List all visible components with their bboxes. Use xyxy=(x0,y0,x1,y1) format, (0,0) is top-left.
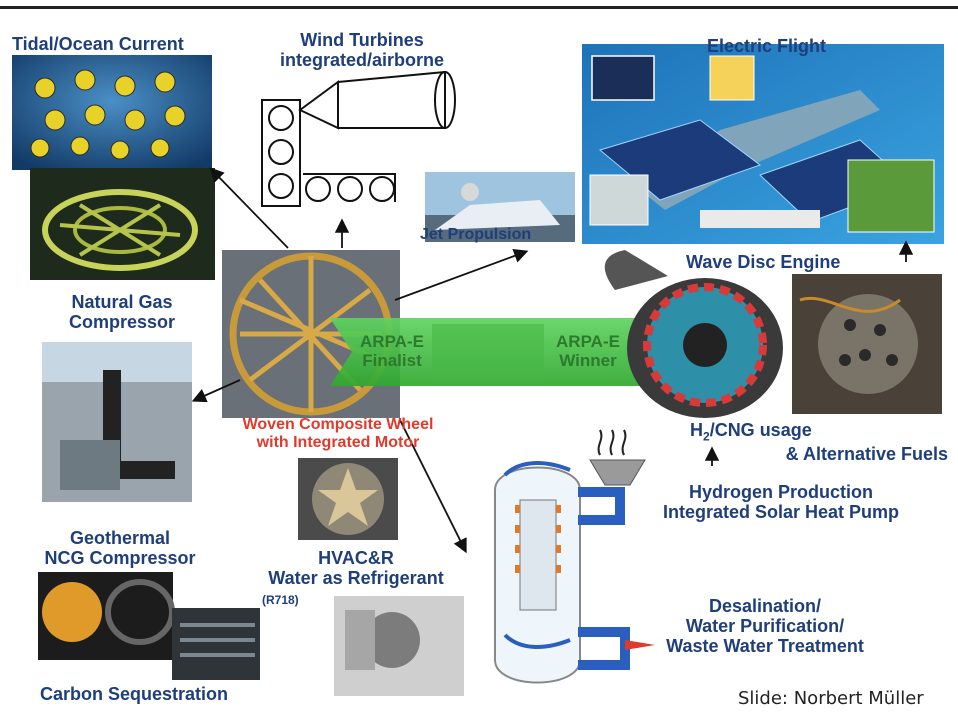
label-arpa-winner-line2: Winner xyxy=(559,351,617,371)
composite-turbine-photo xyxy=(30,168,215,280)
slide-credit: Slide: Norbert Müller xyxy=(738,688,924,709)
tidal-turbine-photo xyxy=(12,55,212,170)
label-h2-cng-usage: H2/CNG usage & Alternative Fuels xyxy=(690,420,948,464)
desalination-column-diagram xyxy=(494,429,655,684)
wave-disc-engine-photo xyxy=(792,274,942,414)
label-jet-propulsion: Jet Propulsion xyxy=(420,226,532,243)
label-geothermal-ncg: Geothermal NCG Compressor xyxy=(20,528,220,568)
label-r718: (R718) xyxy=(262,593,299,607)
label-desal-line1: Desalination/ xyxy=(708,596,822,616)
wave-disc-engine-render xyxy=(604,250,783,418)
label-wind-line2: integrated/airborne xyxy=(279,50,445,71)
h2-prefix: H xyxy=(690,420,703,440)
hvac-system-photo xyxy=(334,596,464,696)
jet-propulsion-photo xyxy=(425,172,575,242)
connector-arrows xyxy=(191,167,914,554)
label-hydrogen-production: Hydrogen Production Integrated Solar Hea… xyxy=(628,482,934,522)
h2-subscript: 2 xyxy=(703,429,710,444)
label-hvac-line2: Water as Refrigerant xyxy=(268,568,444,589)
label-tidal-ocean-current: Tidal/Ocean Current xyxy=(12,34,184,54)
natural-gas-compressor-photo xyxy=(42,342,192,502)
heat-waves-icon xyxy=(597,429,627,456)
label-carbon-sequestration: Carbon Sequestration xyxy=(40,684,229,704)
top-rule xyxy=(0,6,958,9)
label-hydrogen-line1: Hydrogen Production xyxy=(689,482,873,502)
label-hvac-r: HVAC&R Water as Refrigerant xyxy=(236,548,476,588)
label-hvac-line1: HVAC&R xyxy=(318,548,394,568)
label-wave-disc-engine: Wave Disc Engine xyxy=(686,252,841,272)
label-alternative-fuels: & Alternative Fuels xyxy=(785,444,948,465)
carbon-sequestration-photo xyxy=(172,608,260,680)
label-arpa-finalist-line1: ARPA-E xyxy=(360,332,424,351)
label-wind-turbines: Wind Turbines integrated/airborne xyxy=(262,30,462,70)
label-woven-line2: with Integrated Motor xyxy=(256,433,420,451)
label-arpa-e-winner: ARPA-E Winner xyxy=(548,332,628,370)
label-electric-flight: Electric Flight xyxy=(707,36,827,56)
h2-suffix: /CNG usage xyxy=(709,420,812,440)
label-wind-line1: Wind Turbines xyxy=(300,30,424,50)
label-natural-gas-line1: Natural Gas xyxy=(71,292,173,312)
label-desal-line2: Water Purification/ xyxy=(685,616,845,637)
label-hydrogen-line2: Integrated Solar Heat Pump xyxy=(662,502,900,523)
label-geothermal-line1: Geothermal xyxy=(69,528,171,548)
arpa-e-arrow xyxy=(330,318,672,386)
label-natural-gas-line2: Compressor xyxy=(68,312,176,333)
geothermal-compressor-photo xyxy=(38,572,175,660)
wind-turbine-sketch xyxy=(261,70,456,207)
label-arpa-e-finalist: ARPA-E Finalist xyxy=(352,332,432,370)
label-woven-composite-wheel: Woven Composite Wheel with Integrated Mo… xyxy=(218,416,458,452)
hvac-impeller-photo xyxy=(298,458,398,540)
label-geothermal-line2: NCG Compressor xyxy=(44,548,196,569)
label-desalination: Desalination/ Water Purification/ Waste … xyxy=(630,596,900,656)
electric-flight-panel xyxy=(582,44,944,244)
label-woven-line1: Woven Composite Wheel xyxy=(242,416,434,433)
label-desal-line3: Waste Water Treatment xyxy=(666,636,864,657)
label-arpa-winner-line1: ARPA-E xyxy=(556,332,620,351)
label-natural-gas-compressor: Natural Gas Compressor xyxy=(32,292,212,332)
label-arpa-finalist-line2: Finalist xyxy=(362,351,422,371)
